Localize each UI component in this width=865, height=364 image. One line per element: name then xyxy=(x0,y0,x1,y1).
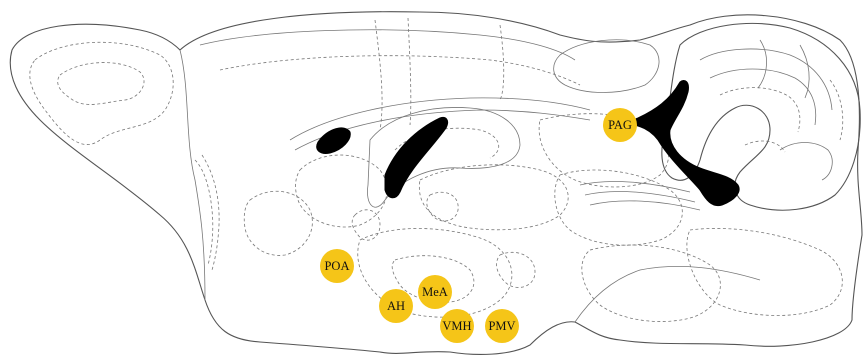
region-pag: PAG xyxy=(603,108,637,142)
ventral-bottom-outline xyxy=(575,266,760,322)
brainstem-fiber xyxy=(580,181,690,192)
cortex-vertical-1 xyxy=(375,20,382,130)
brainstem-fiber-3 xyxy=(590,201,700,210)
cortex-vertical-2 xyxy=(408,18,411,125)
striatum-region xyxy=(296,155,388,227)
region-vmh: VMH xyxy=(440,309,474,343)
region-mea: MeA xyxy=(418,275,452,309)
cerebellum-outline xyxy=(662,23,860,210)
region-pag-label: PAG xyxy=(608,118,632,132)
pons-region xyxy=(582,245,721,322)
cerebellum-folia-4 xyxy=(780,143,832,181)
region-mea-label: MeA xyxy=(422,285,448,299)
ventral-loops-2 xyxy=(427,192,458,221)
region-vmh-label: VMH xyxy=(442,319,471,333)
region-ah: AH xyxy=(379,289,413,323)
basal-forebrain xyxy=(244,191,312,255)
brainstem-fiber-2 xyxy=(585,191,695,202)
ventral-loops xyxy=(352,210,380,240)
region-poa-label: POA xyxy=(324,259,349,273)
medulla-region xyxy=(687,228,842,315)
region-ah-label: AH xyxy=(387,299,405,313)
fourth-ventricle xyxy=(634,80,740,205)
cerebellum-folia-1 xyxy=(700,49,832,110)
olfactory-inner xyxy=(30,42,173,144)
ventral-loops-3 xyxy=(497,252,535,287)
cortex-border xyxy=(200,30,575,60)
cortex-vertical-3 xyxy=(500,25,504,100)
olfactory-inner-2 xyxy=(58,63,144,105)
region-pmv-label: PMV xyxy=(488,319,515,333)
region-pmv: PMV xyxy=(485,309,519,343)
thalamus-region xyxy=(419,165,568,230)
region-poa: POA xyxy=(320,249,354,283)
lateral-ventricle xyxy=(385,117,448,197)
cerebellum-folia-7 xyxy=(800,45,809,98)
lateral-ventricle-small xyxy=(317,128,351,154)
cerebellum-folia-6 xyxy=(758,40,767,88)
cortex-inner xyxy=(220,56,580,85)
cortex-dorsal-lobe xyxy=(554,40,659,93)
frontal-strip-2 xyxy=(202,155,219,270)
